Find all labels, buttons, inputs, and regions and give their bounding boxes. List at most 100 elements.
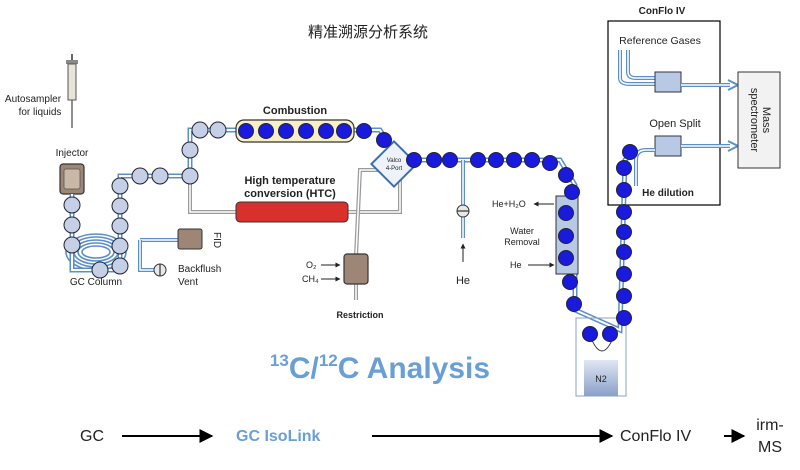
sample-ball-grey: [181, 141, 199, 159]
water-removal-label-2: Removal: [504, 237, 540, 247]
fid-block: [177, 228, 203, 250]
sample-ball-blue: [616, 182, 632, 198]
autosampler-label-1: Autosampler: [5, 94, 62, 105]
sample-ball-grey: [63, 196, 81, 214]
c12-superscript: 12: [319, 351, 338, 370]
restriction-block: [343, 253, 369, 285]
sample-ball-blue: [356, 123, 372, 139]
sample-ball-grey: [209, 121, 227, 139]
backflush-label-2: Vent: [178, 277, 198, 288]
sample-ball-blue: [616, 224, 632, 240]
he-h2o-label: He+H₂O: [492, 199, 526, 209]
sample-ball-grey: [181, 167, 199, 185]
sample-ball-blue: [622, 144, 638, 160]
open-split-valve: [654, 135, 682, 157]
reference-gases-label: Reference Gases: [619, 35, 701, 47]
sample-ball-grey: [151, 167, 169, 185]
sample-ball-blue: [298, 123, 314, 139]
sample-ball-grey: [111, 197, 129, 215]
process-flow: GC GC IsoLink ConFlo IV irm- MS: [80, 417, 784, 456]
sample-ball-blue: [318, 123, 334, 139]
o2-label: O₂: [306, 260, 317, 270]
sample-ball-blue: [564, 184, 580, 200]
combustion-reactor: Combustion: [235, 105, 355, 143]
autosampler-syringe: [66, 54, 78, 128]
backflush-label-1: Backflush: [178, 264, 221, 275]
ch4-label: CH₄: [302, 274, 319, 284]
sample-ball-blue: [558, 228, 574, 244]
sample-ball-blue: [616, 266, 632, 282]
analysis-title: 13C/12C Analysis: [270, 351, 490, 385]
valco-valve: Valco 4-Port: [369, 139, 419, 189]
analysis-text: C Analysis: [338, 352, 490, 385]
sample-ball-blue: [616, 244, 632, 260]
sample-ball-blue: [562, 274, 578, 290]
sample-ball-grey: [111, 177, 129, 195]
sample-ball-blue: [406, 152, 422, 168]
injector-label: Injector: [56, 148, 89, 159]
htc-label-2: conversion (HTC): [244, 188, 336, 200]
sample-ball-blue: [258, 123, 274, 139]
gc-column-label: GC Column: [70, 277, 122, 288]
sample-ball-grey: [111, 217, 129, 235]
sample-ball-blue: [376, 132, 392, 148]
open-split-label: Open Split: [649, 118, 700, 130]
sample-ball-blue: [524, 152, 540, 168]
he-dilution-label: He dilution: [642, 188, 694, 199]
sample-ball-blue: [470, 152, 486, 168]
sample-ball-blue: [336, 123, 352, 139]
sample-ball-grey: [131, 167, 149, 185]
flow-gc: GC: [80, 428, 104, 445]
c-mid-text: C/: [289, 352, 320, 385]
sample-ball-blue: [558, 205, 574, 221]
sample-ball-blue: [616, 288, 632, 304]
restriction-label: Restriction: [336, 310, 383, 320]
mass-spectrometer: Mass spectrometer: [737, 71, 781, 169]
mass-spec-line2: spectrometer: [748, 88, 760, 153]
htc-label-1: High temperature: [244, 175, 335, 187]
sample-ball-blue: [278, 123, 294, 139]
flow-irm-1: irm-: [756, 417, 784, 434]
he-inlet-label: He: [456, 275, 470, 287]
sample-ball-blue: [442, 152, 458, 168]
c13-superscript: 13: [270, 351, 289, 370]
sample-ball-grey: [63, 216, 81, 234]
sample-ball-blue: [558, 250, 574, 266]
water-he-label: He: [510, 260, 522, 270]
sample-ball-grey: [91, 261, 109, 279]
sample-ball-blue: [566, 296, 582, 312]
conflo-box: ConFlo IV Reference Gases Open Split He …: [607, 6, 741, 206]
sample-ball-blue: [542, 155, 558, 171]
sample-ball-grey: [191, 121, 209, 139]
mass-spec-line1: Mass: [760, 107, 772, 134]
sample-ball-blue: [558, 167, 574, 183]
autosampler-label-2: for liquids: [19, 107, 62, 118]
sample-ball-grey: [111, 237, 129, 255]
fid-label: FID: [211, 232, 222, 248]
htc-reactor: High temperature conversion (HTC): [235, 175, 349, 223]
valco-label-1: Valco: [387, 158, 402, 164]
page-title: 精准溯源分析系统: [308, 24, 428, 41]
sample-ball-blue: [616, 310, 632, 326]
n2-label: N2: [595, 374, 607, 384]
sample-ball-blue: [602, 326, 618, 342]
sample-ball-blue: [616, 160, 632, 176]
sample-ball-blue: [582, 326, 598, 342]
combustion-label: Combustion: [263, 105, 327, 117]
flow-isolink: GC IsoLink: [236, 428, 321, 445]
flow-irm-2: MS: [758, 439, 782, 456]
reference-gas-valve: [654, 71, 682, 93]
balls-layer: [63, 121, 638, 342]
sample-ball-blue: [426, 152, 442, 168]
n2-dewar: N2: [575, 317, 627, 397]
sample-ball-blue: [616, 204, 632, 220]
conflo-title: ConFlo IV: [639, 6, 686, 17]
sample-ball-blue: [488, 152, 504, 168]
water-removal-label-1: Water: [510, 226, 534, 236]
sample-ball-blue: [238, 123, 254, 139]
flow-conflo: ConFlo IV: [620, 428, 691, 445]
sample-ball-grey: [111, 257, 129, 275]
sample-ball-blue: [506, 152, 522, 168]
valco-label-2: 4-Port: [386, 166, 403, 172]
